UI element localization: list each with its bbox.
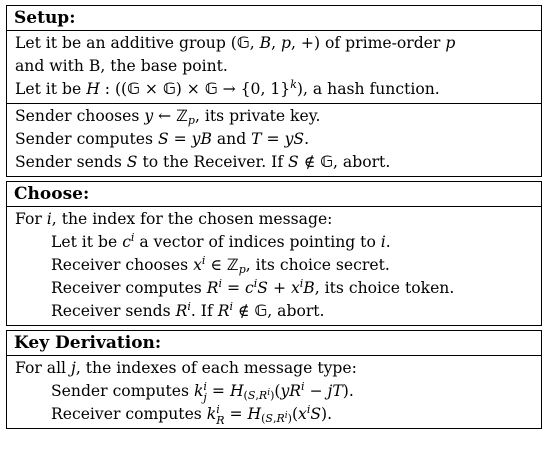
setup-title: Setup: xyxy=(7,6,541,31)
setup-line-hash: Let it be H : ((𝔾 × 𝔾) × 𝔾 → {0, 1}k), a… xyxy=(15,78,440,98)
choose-block: For i, the index for the chosen message:… xyxy=(7,207,541,325)
choose-title: Choose: xyxy=(7,182,541,207)
setup-section: Setup: Let it be an additive group (𝔾, B… xyxy=(6,5,542,177)
choose-line-index: For i, the index for the chosen message: xyxy=(15,210,333,228)
key-derivation-section: Key Derivation: For all j, the indexes o… xyxy=(6,330,542,429)
key-derivation-block: For all j, the indexes of each message t… xyxy=(7,356,541,428)
key-derivation-title: Key Derivation: xyxy=(7,331,541,356)
setup-params-block: Let it be an additive group (𝔾, B, p, +)… xyxy=(7,31,541,103)
setup-line-compute: Sender computes S = yB and T = yS. xyxy=(15,130,310,148)
choose-line-secret: Receiver chooses xi ∈ ℤp, its choice sec… xyxy=(51,254,390,276)
choose-line-send: Receiver sends Ri. If Ri ∉ 𝔾, abort. xyxy=(51,300,325,320)
protocol-table: Setup: Let it be an additive group (𝔾, B… xyxy=(6,5,542,429)
choose-section: Choose: For i, the index for the chosen … xyxy=(6,181,542,326)
setup-line-base-point: and with B, the base point. xyxy=(15,57,228,75)
setup-sender-block: Sender chooses y ← ℤp, its private key. … xyxy=(7,103,541,176)
setup-line-private-key: Sender chooses y ← ℤp, its private key. xyxy=(15,107,321,127)
choose-line-token: Receiver computes Ri = ciS + xiB, its ch… xyxy=(51,277,455,297)
choose-line-vector: Let it be ci a vector of indices pointin… xyxy=(51,231,391,251)
setup-line-send: Sender sends S to the Receiver. If S ∉ 𝔾… xyxy=(15,153,391,171)
setup-line-group: Let it be an additive group (𝔾, B, p, +)… xyxy=(15,34,456,52)
derive-line-indexes: For all j, the indexes of each message t… xyxy=(15,359,357,377)
